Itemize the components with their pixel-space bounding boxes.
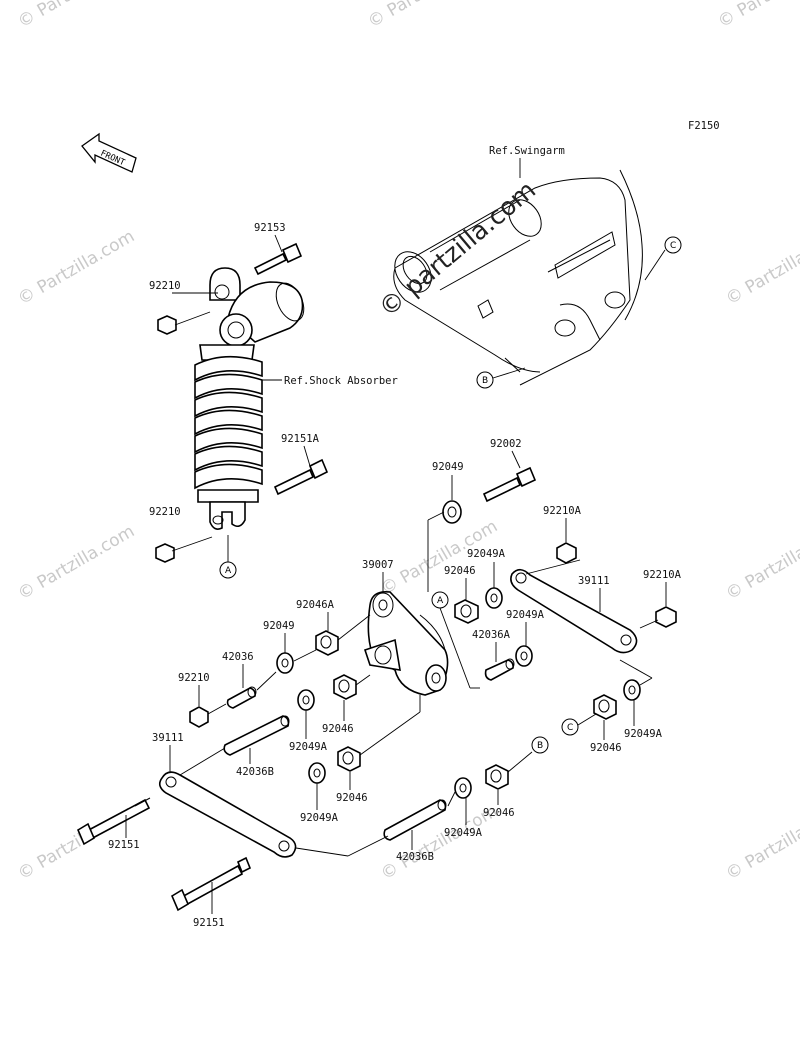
tie-rod-39111-left (158, 771, 297, 858)
watermark: © Partzilla.com (723, 521, 800, 604)
label-92046-2: 92046 (322, 723, 354, 735)
watermark: © Partzilla.com (365, 0, 489, 32)
washer-92049-top (442, 500, 462, 524)
label-92210-mid: 92210 (149, 506, 181, 518)
ref-swingarm: Ref.Swingarm (489, 145, 565, 157)
label-92049A-1: 92049A (467, 548, 506, 560)
washer-92049A-6 (454, 777, 472, 799)
bolt-92151A (273, 458, 329, 496)
label-92049A-6: 92049A (444, 827, 483, 839)
label-92210A-1: 92210A (543, 505, 582, 517)
bushing-92046A (315, 630, 339, 656)
watermark-main: © partzilla.com (373, 175, 541, 322)
tie-rod-39111-right (510, 568, 638, 654)
label-92049A-2: 92049A (506, 609, 545, 621)
label-42036B-1: 42036B (236, 766, 274, 778)
label-42036B-2: 42036B (396, 851, 434, 863)
bushing-92046-4 (593, 694, 617, 720)
callout-c-2 (561, 718, 579, 736)
watermark: © Partzilla.com (715, 0, 800, 32)
shock-absorber-drawing (194, 267, 305, 530)
watermark: © Partzilla.com (723, 226, 800, 309)
label-92049-top: 92049 (432, 461, 464, 473)
nut-92210-mid (155, 543, 175, 563)
label-92046-4: 92046 (590, 742, 622, 754)
sleeve-42036 (226, 686, 257, 709)
label-92210-low: 92210 (178, 672, 210, 684)
bolt-92151-1 (76, 797, 151, 846)
swingarm-drawing (393, 169, 643, 386)
label-92046A: 92046A (296, 599, 335, 611)
ref-shock-absorber: Ref.Shock Absorber (284, 375, 398, 387)
callout-b-2-label: B (537, 741, 543, 751)
label-92046-5: 92046 (483, 807, 515, 819)
bushing-92046-5 (485, 764, 509, 790)
label-92151A: 92151A (281, 433, 320, 445)
callout-b-label: B (482, 376, 488, 386)
label-92002: 92002 (490, 438, 522, 450)
watermark: © Partzilla.com (15, 226, 139, 309)
label-92210A-2: 92210A (643, 569, 682, 581)
label-92046-3: 92046 (336, 792, 368, 804)
callout-a-2-label: A (437, 596, 444, 606)
bushing-92046-2 (333, 674, 357, 700)
nut-92210-low (189, 706, 209, 728)
watermark: © Partzilla.com (15, 521, 139, 604)
washer-92049A-4 (308, 762, 326, 784)
watermark: © Partzilla.com (15, 0, 139, 32)
nut-92210A-2 (655, 606, 677, 628)
rocker-arm-39007 (363, 590, 449, 696)
callout-a-label: A (225, 566, 232, 576)
watermarks: © Partzilla.com © Partzilla.com © Partzi… (15, 0, 800, 884)
front-arrow-icon: FRONT (81, 132, 137, 173)
bolt-92151-2 (170, 856, 252, 912)
callout-c (664, 236, 682, 254)
bushing-92046-1 (454, 599, 479, 624)
washer-92049A-5 (623, 679, 641, 701)
callout-b (476, 371, 494, 389)
washer-92049-left (276, 652, 294, 674)
sleeve-42036B-2 (383, 799, 447, 841)
label-92049-left: 92049 (263, 620, 295, 632)
label-92151-1: 92151 (108, 839, 140, 851)
bolt-92153 (253, 242, 303, 276)
label-39111-left: 39111 (152, 732, 184, 744)
figure-code: F2150 (688, 120, 720, 132)
sleeve-42036B-1 (223, 715, 290, 756)
label-92049A-4: 92049A (300, 812, 339, 824)
label-92153: 92153 (254, 222, 286, 234)
washer-92049A-3 (297, 689, 315, 711)
label-42036: 42036 (222, 651, 254, 663)
sleeve-42036A (484, 658, 515, 681)
bolt-92002 (482, 466, 537, 503)
nut-92210A-1 (556, 542, 577, 564)
watermark: © Partzilla.com (723, 801, 800, 884)
label-92210-top: 92210 (149, 280, 181, 292)
callout-c-2-label: C (567, 723, 573, 733)
label-92049A-3: 92049A (289, 741, 328, 753)
bushing-92046-3 (337, 746, 361, 772)
nut-92210-top (157, 315, 177, 335)
label-39007: 39007 (362, 559, 394, 571)
label-39111-right: 39111 (578, 575, 610, 587)
label-92046-1: 92046 (444, 565, 476, 577)
callout-a (219, 561, 237, 579)
callout-b-2 (531, 736, 549, 754)
label-92049A-5: 92049A (624, 728, 663, 740)
washer-92049A-2 (515, 645, 533, 667)
label-92151-2: 92151 (193, 917, 225, 929)
callout-c-label: C (670, 241, 676, 251)
washer-92049A-1 (485, 587, 503, 609)
label-42036A: 42036A (472, 629, 511, 641)
